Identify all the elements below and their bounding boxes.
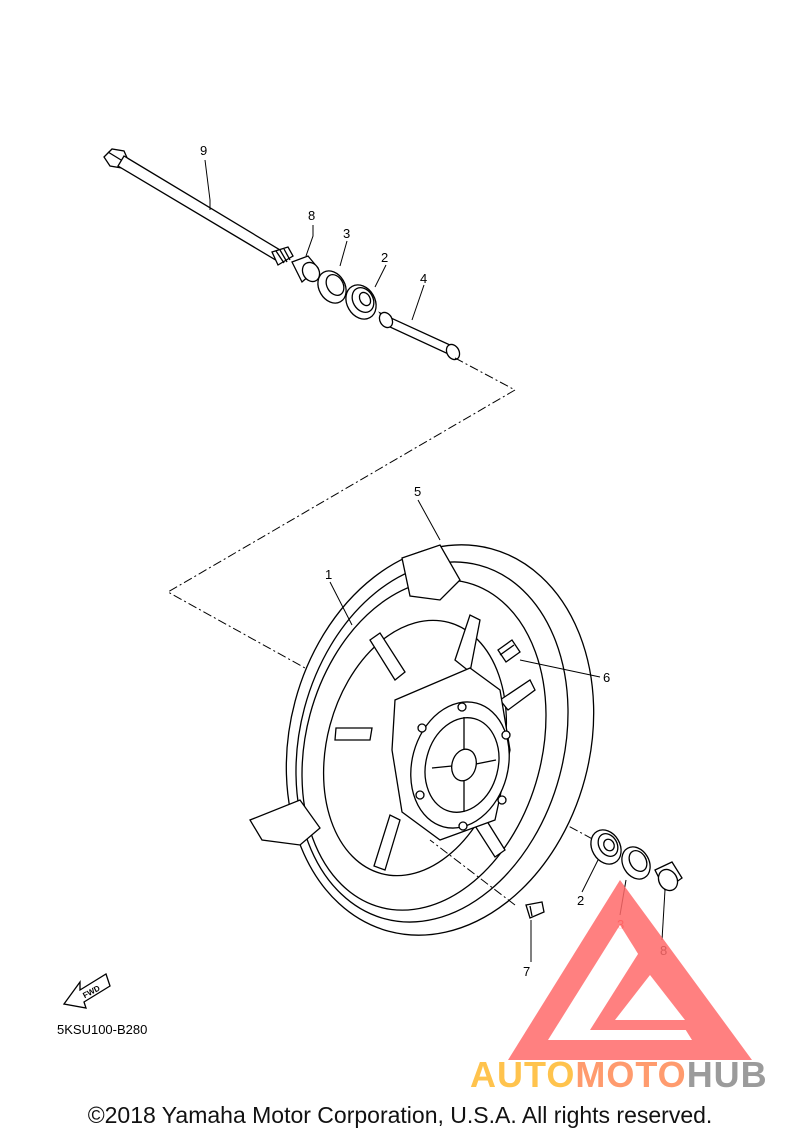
part-label-2-bottom: 2 <box>577 893 584 908</box>
watermark-logo-icon <box>508 880 752 1060</box>
part-label-4: 4 <box>420 271 427 286</box>
assembly-reference-line <box>166 357 517 669</box>
part-label-6: 6 <box>603 670 610 685</box>
spacer-part <box>378 311 461 361</box>
part-label-3-top: 3 <box>343 226 350 241</box>
watermark-text: AUTOMOTOHUB <box>470 1054 768 1096</box>
bearing-part-bottom <box>590 829 622 865</box>
diagram-code: 5KSU100-B280 <box>57 1022 148 1037</box>
part-label-8-top: 8 <box>308 208 315 223</box>
balance-weight-part <box>525 901 545 919</box>
bearing-part-top <box>345 284 377 320</box>
copyright-text: ©2018 Yamaha Motor Corporation, U.S.A. A… <box>87 1102 713 1128</box>
part-label-1: 1 <box>325 567 332 582</box>
collar-part-top <box>291 255 321 284</box>
wheel-assembly <box>249 544 595 936</box>
fwd-arrow-icon: FWD <box>62 973 111 1009</box>
oil-seal-part-top <box>317 270 347 304</box>
leader-lines <box>204 159 666 962</box>
oil-seal-part-bottom <box>621 846 651 880</box>
part-label-2-top: 2 <box>381 250 388 265</box>
part-label-5: 5 <box>414 484 421 499</box>
collar-part-bottom <box>654 861 683 892</box>
axle-part <box>103 148 294 266</box>
part-label-7: 7 <box>523 964 530 979</box>
watermark-auto: AUTO <box>470 1054 576 1095</box>
watermark-moto: MOTO <box>575 1054 687 1095</box>
part-label-9: 9 <box>200 143 207 158</box>
watermark-hub: HUB <box>686 1054 768 1095</box>
